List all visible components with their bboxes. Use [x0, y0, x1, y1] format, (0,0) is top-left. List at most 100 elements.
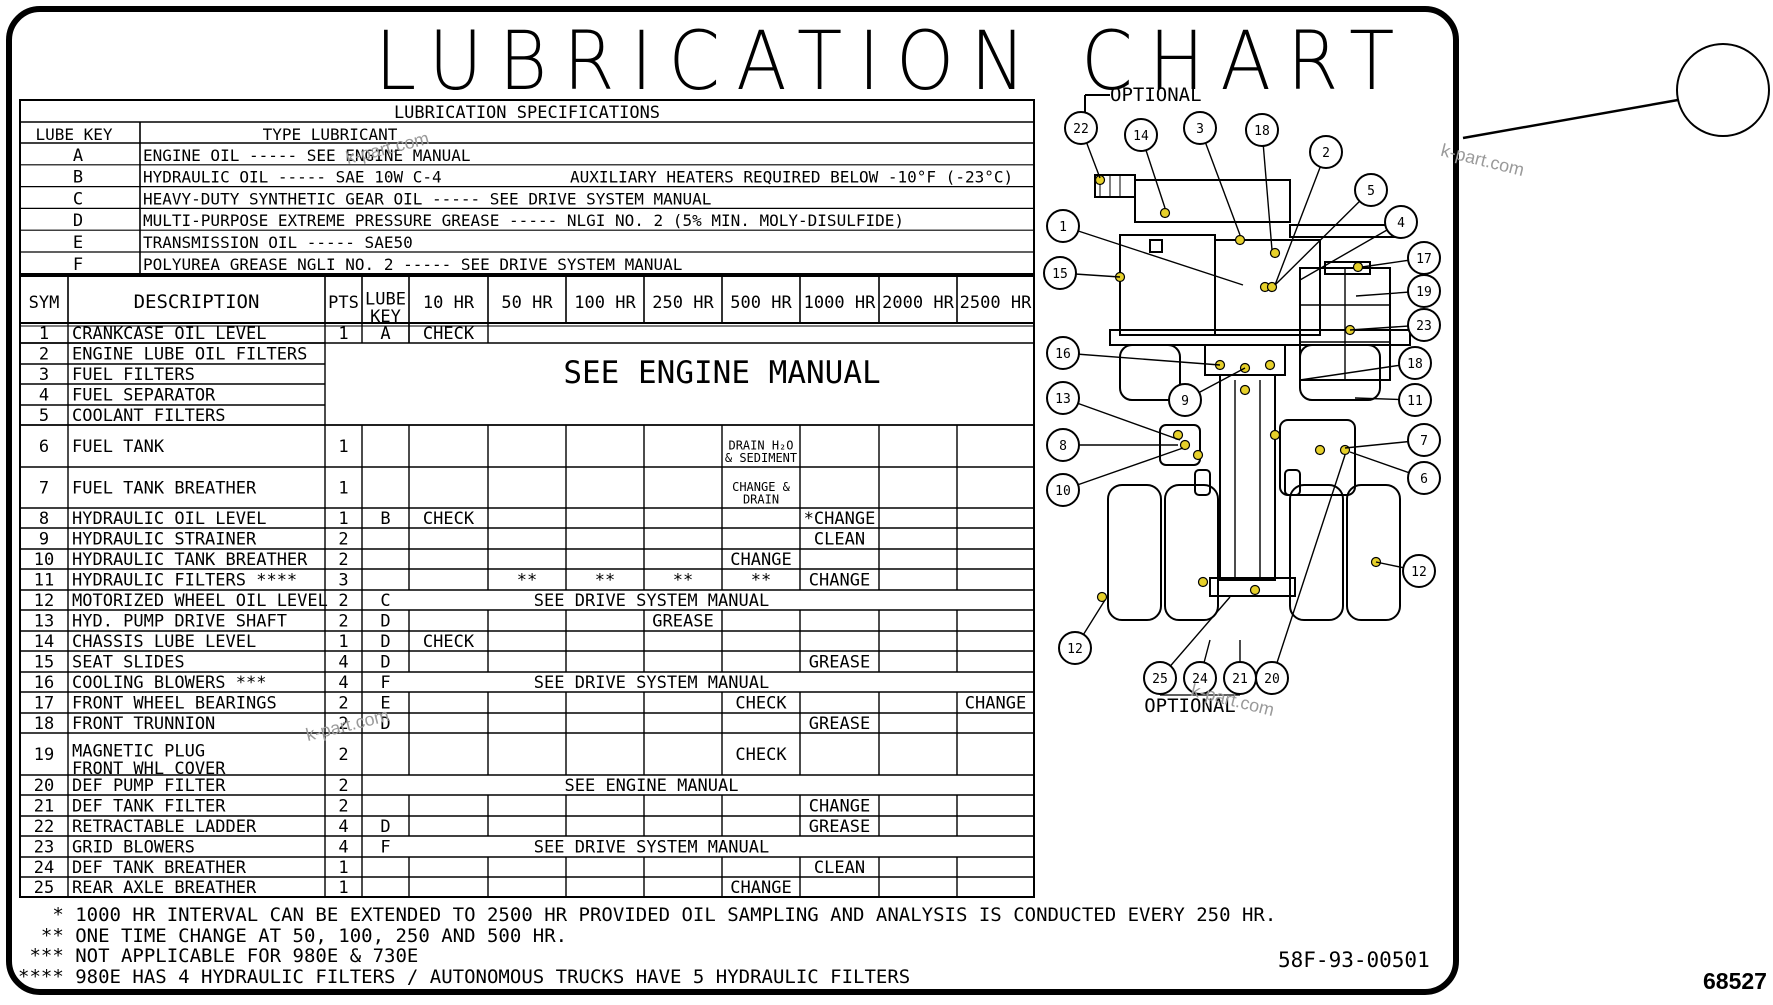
column-header: 2000 HR: [882, 293, 954, 313]
row-interval-cell: GREASE: [809, 653, 870, 673]
row-description: COOLING BLOWERS ***: [72, 673, 266, 693]
hub-left: [1194, 469, 1211, 496]
callout-circle: [1046, 473, 1080, 507]
row-points: 3: [338, 571, 348, 591]
row-points: 2: [338, 714, 348, 734]
callout-number: 24: [1192, 672, 1208, 687]
lube-point-dot: [1096, 591, 1108, 603]
callout-number: 9: [1181, 394, 1189, 409]
column-header: 100 HR: [574, 293, 636, 313]
rear-tire-4: [1346, 484, 1401, 621]
callout-circle: [1398, 383, 1432, 417]
row-sym: 13: [34, 612, 54, 632]
spec-key: A: [73, 146, 83, 166]
row-sym: 11: [34, 571, 54, 591]
column-header: 50 HR: [501, 293, 553, 313]
row-sym: 19: [34, 745, 54, 765]
callout-number: 1: [1059, 220, 1067, 235]
callout-number: 10: [1055, 484, 1071, 499]
callout-number: 12: [1411, 565, 1427, 580]
row-sym: 20: [34, 776, 54, 796]
row-description: FUEL TANK BREATHER: [72, 479, 257, 499]
main-frame: [1219, 374, 1276, 581]
row-interval-cell: CLEAN: [814, 530, 865, 550]
row-sym: 9: [39, 530, 49, 550]
spec-extra: AUXILIARY HEATERS REQUIRED BELOW -10°F (…: [570, 168, 1013, 187]
row-description: HYDRAULIC OIL LEVEL: [72, 509, 266, 529]
lube-point-dot: [1179, 439, 1191, 451]
optional-label-bottom: OPTIONAL: [1144, 695, 1236, 717]
row-points: 1: [338, 509, 348, 529]
row-lube-key: E: [380, 694, 390, 714]
cab-window: [1149, 239, 1163, 253]
callout-circle: [1046, 381, 1080, 415]
row-points: 1: [338, 479, 348, 499]
column-header: SYM: [29, 293, 60, 313]
row-sym: 7: [39, 479, 49, 499]
footnote: *** NOT APPLICABLE FOR 980E & 730E: [18, 945, 419, 967]
row-interval-cell: CHANGE &DRAIN: [732, 480, 791, 507]
row-interval-cell: GREASE: [809, 714, 870, 734]
row-points: 1: [338, 324, 348, 344]
callout-number: 8: [1059, 439, 1067, 454]
row-description: FUEL FILTERS: [72, 365, 195, 385]
row-interval-cell: CLEAN: [814, 858, 865, 878]
row-description: DEF TANK FILTER: [72, 797, 226, 817]
row-points: 2: [338, 550, 348, 570]
row-points: 4: [338, 653, 348, 673]
row-points: 2: [338, 591, 348, 611]
callout-number: 7: [1420, 434, 1428, 449]
row-sym: 25: [34, 878, 54, 898]
callout-leader: [1299, 221, 1402, 281]
chart-title: LUBRICATION CHART: [375, 14, 1411, 109]
row-points: 1: [338, 878, 348, 898]
column-header: DESCRIPTION: [134, 291, 260, 313]
callout-leader: [1271, 454, 1346, 679]
footnote: * 1000 HR INTERVAL CAN BE EXTENDED TO 25…: [18, 904, 1277, 926]
row-sym: 17: [34, 694, 54, 714]
lube-point-dot: [1339, 444, 1351, 456]
lube-point-dot: [1239, 384, 1251, 396]
rear-tire-3: [1289, 484, 1344, 621]
callout-circle: [1064, 111, 1098, 145]
spec-text: MULTI-PURPOSE EXTREME PRESSURE GREASE --…: [143, 211, 904, 230]
row-lube-key: D: [380, 817, 390, 837]
row-sym: 2: [39, 345, 49, 365]
row-description: COOLANT FILTERS: [72, 406, 226, 426]
row-lube-key: B: [380, 509, 390, 529]
callout-number: 2: [1322, 146, 1330, 161]
row-interval-cell: CHANGE: [730, 878, 791, 898]
rear-tire-1: [1107, 484, 1162, 621]
row-interval-cell: **: [517, 571, 537, 591]
document-number: 58F-93-00501: [1278, 948, 1430, 972]
lube-point-dot: [1266, 281, 1278, 293]
row-points: 1: [338, 632, 348, 652]
spec-title: LUBRICATION SPECIFICATIONS: [394, 103, 660, 123]
callout-circle: [1046, 209, 1080, 243]
row-description: DEF TANK BREATHER: [72, 858, 247, 878]
row-description: GRID BLOWERS: [72, 838, 195, 858]
row-span-note: SEE DRIVE SYSTEM MANUAL: [534, 838, 769, 858]
footnote: ** ONE TIME CHANGE AT 50, 100, 250 AND 5…: [18, 925, 568, 947]
callout-circle: [1398, 346, 1432, 380]
reference-leader: [1462, 98, 1679, 140]
spec-text: HEAVY-DUTY SYNTHETIC GEAR OIL ----- SEE …: [143, 189, 711, 208]
lube-point-dot: [1314, 444, 1326, 456]
row-description: CRANKCASE OIL LEVEL: [72, 324, 266, 344]
callout-number: 5: [1367, 184, 1375, 199]
callout-number: 21: [1232, 672, 1248, 687]
row-interval-cell: *CHANGE: [804, 509, 876, 529]
row-span-note: SEE DRIVE SYSTEM MANUAL: [534, 591, 769, 611]
row-description: DEF PUMP FILTER: [72, 776, 226, 796]
callout-circle: [1183, 111, 1217, 145]
row-description: FRONT TRUNNION: [72, 714, 215, 734]
column-header: 500 HR: [730, 293, 792, 313]
row-points: 2: [338, 612, 348, 632]
front-left-tire: [1119, 344, 1181, 401]
callout-number: 20: [1264, 672, 1280, 687]
lube-point-dot: [1249, 584, 1261, 596]
callout-circle: [1043, 256, 1077, 290]
row-lube-key: D: [380, 714, 390, 734]
